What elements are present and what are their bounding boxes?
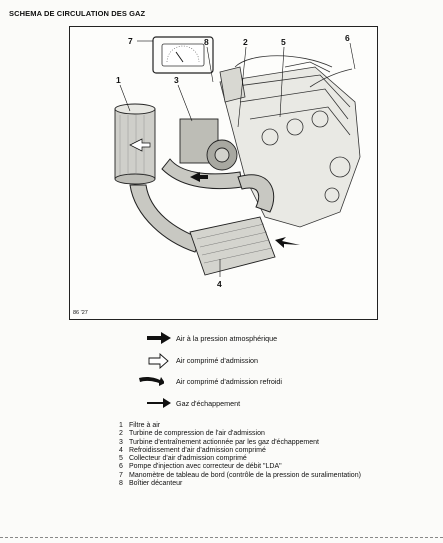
legend-item: Air comprimé d'admission refroidi xyxy=(139,374,386,396)
part-description: Filtre à air xyxy=(129,422,161,429)
part-item: 8 Boîtier décanteur xyxy=(119,480,369,488)
part-description: Pompe d'injection avec correcteur de déb… xyxy=(129,463,282,471)
callout-labels: 7 8 2 5 6 1 3 4 xyxy=(116,33,350,289)
legend-label: Air comprimé d'admission xyxy=(176,355,259,365)
part-description: Refroidissement d'air d'admission compri… xyxy=(129,446,266,454)
part-number: 1 xyxy=(119,422,123,429)
legend-label: Gaz d'échappement xyxy=(176,398,241,408)
part-description: Collecteur d'air d'admission comprimé xyxy=(129,455,247,463)
intercooler-illustration xyxy=(189,216,276,276)
pressure-gauge-illustration xyxy=(152,36,214,74)
legend-item: Gaz d'échappement xyxy=(146,396,386,418)
intake-pipes-illustration xyxy=(129,158,275,253)
part-number: 5 xyxy=(119,455,123,463)
callout-1: 1 xyxy=(116,75,121,85)
page-title: SCHEMA DE CIRCULATION DES GAZ xyxy=(9,9,146,18)
part-description: Boîtier décanteur xyxy=(129,480,183,488)
figure-reference: 86 '27 xyxy=(73,310,88,316)
callout-8: 8 xyxy=(204,37,209,47)
callout-3: 3 xyxy=(174,75,179,85)
thin-arrow-icon xyxy=(147,397,171,408)
parts-list: 1 Filtre à air 2 Turbine de compression … xyxy=(119,422,369,488)
part-item: 5 Collecteur d'air d'admission comprimé xyxy=(119,455,369,463)
part-number: 7 xyxy=(119,471,123,479)
engine-diagram: 7 8 2 5 6 1 3 4 86 '27 xyxy=(69,26,378,320)
part-number: 8 xyxy=(119,480,123,488)
callout-5: 5 xyxy=(281,37,286,47)
solid-arrow-icon xyxy=(147,332,171,344)
part-number: 3 xyxy=(119,438,123,446)
part-description: Turbine d'entraînement actionnée par les… xyxy=(129,438,319,446)
callout-4: 4 xyxy=(217,279,222,289)
part-number: 2 xyxy=(119,430,123,438)
part-item: 1 Filtre à air xyxy=(119,422,369,430)
legend-item: Air comprimé d'admission xyxy=(146,352,386,375)
part-item: 3 Turbine d'entraînement actionnée par l… xyxy=(119,439,369,447)
curved-arrow-icon xyxy=(139,376,164,386)
callout-2: 2 xyxy=(243,37,248,47)
part-item: 7 Manomètre de tableau de bord (contrôle… xyxy=(119,472,369,480)
turbocharger-illustration xyxy=(179,118,238,171)
part-description: Turbine de compression de l'air d'admiss… xyxy=(129,430,265,438)
page-bottom-rule xyxy=(0,537,443,538)
outline-arrow-icon xyxy=(148,352,169,369)
callout-7: 7 xyxy=(128,36,133,46)
engine-block-illustration xyxy=(219,55,361,228)
legend-label: Air à la pression atmosphérique xyxy=(176,334,278,343)
part-number: 6 xyxy=(119,463,123,471)
part-item: 2 Turbine de compression de l'air d'admi… xyxy=(119,430,369,438)
legend: Air à la pression atmosphérique Air comp… xyxy=(139,331,386,418)
engine-illustration: 7 8 2 5 6 1 3 4 xyxy=(114,33,361,289)
part-item: 6 Pompe d'injection avec correcteur de d… xyxy=(119,463,369,471)
part-description: Manomètre de tableau de bord (contrôle d… xyxy=(129,471,361,479)
legend-item: Air à la pression atmosphérique xyxy=(146,331,386,353)
legend-label: Air comprimé d'admission refroidi xyxy=(176,377,283,386)
part-number: 4 xyxy=(119,446,123,454)
flow-arrows-illustration xyxy=(129,138,300,248)
part-item: 4 Refroidissement d'air d'admission comp… xyxy=(119,447,369,455)
leader-lines xyxy=(119,40,356,277)
callout-6: 6 xyxy=(345,33,350,43)
